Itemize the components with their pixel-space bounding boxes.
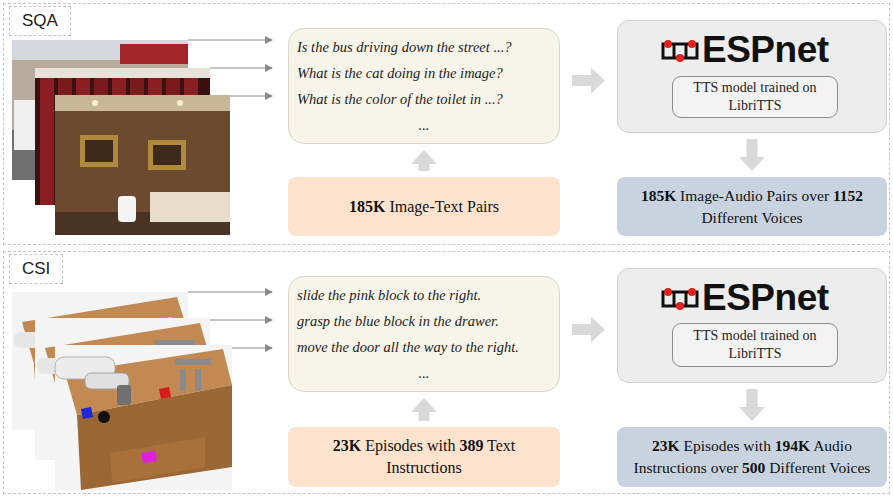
block-arrow xyxy=(739,139,765,171)
panel-label: CSI xyxy=(9,254,63,284)
text-run: Episodes with xyxy=(365,437,455,454)
panel-band: CSI slide the pink block to the right.gra… xyxy=(3,251,890,494)
logo-text: ESPnet xyxy=(702,30,829,70)
instruction-box: slide the pink block to the right.grasp … xyxy=(288,276,560,392)
block-arrow xyxy=(572,317,605,343)
robot-scene xyxy=(55,345,232,490)
count: 389 xyxy=(459,437,483,454)
text-block: 23K Episodes with 389 Text Instructions xyxy=(324,435,524,479)
pointer-arrows xyxy=(188,40,272,348)
text-line: What is the color of the toilet in ...? xyxy=(297,86,551,112)
espnet-icon xyxy=(661,39,699,63)
count: 194K xyxy=(775,437,810,454)
text-run: Image-Audio Pairs over xyxy=(680,187,829,204)
text-line: ... xyxy=(297,112,551,138)
block-arrow xyxy=(411,150,437,171)
text-run: Image-Text Pairs xyxy=(389,198,499,215)
text-run: Different Voices xyxy=(769,459,870,476)
block-arrow xyxy=(411,398,437,421)
text-line: slide the pink block to the right. xyxy=(297,282,551,308)
panel-band: SQA Is the bus driving down the street ..… xyxy=(3,3,890,245)
count: 1152 xyxy=(833,187,863,204)
model-box: TTS model trained on LibriTTS xyxy=(672,323,838,367)
text-line: TTS model trained on LibriTTS xyxy=(679,79,831,115)
text-block: 185K Image-Text Pairs xyxy=(349,196,499,218)
text-line: move the door all the way to the right. xyxy=(297,334,551,360)
text-line: grasp the blue block in the drawer. xyxy=(297,308,551,334)
logo-text: ESPnet xyxy=(702,278,829,318)
text-line: Is the bus driving down the street ...? xyxy=(297,34,551,60)
panel-label: SQA xyxy=(9,6,71,36)
count: 500 xyxy=(742,459,765,476)
result-box: 185K Image-Audio Pairs over 1152 Differe… xyxy=(617,177,887,236)
text-block: 23K Episodes with 194K Audio Instruction… xyxy=(620,435,884,479)
dataset-box: 23K Episodes with 389 Text Instructions xyxy=(288,427,560,487)
block-arrow xyxy=(739,389,765,421)
count: 23K xyxy=(652,437,680,454)
question-box: Is the bus driving down the street ...?W… xyxy=(288,28,560,144)
text-line: TTS model trained on LibriTTS xyxy=(679,327,831,363)
text-run: Episodes with xyxy=(684,437,771,454)
bathroom-photo xyxy=(55,95,230,235)
count: 23K xyxy=(333,437,361,454)
dataset-box: 185K Image-Text Pairs xyxy=(288,177,560,236)
block-arrow xyxy=(572,68,605,94)
count: 185K xyxy=(641,187,676,204)
text-block: 185K Image-Audio Pairs over 1152 Differe… xyxy=(621,185,883,229)
model-box: TTS model trained on LibriTTS xyxy=(672,76,838,118)
text-line: What is the cat doing in the image? xyxy=(297,60,551,86)
text-line: ... xyxy=(297,360,551,386)
espnet-icon xyxy=(661,287,699,311)
text-run: Different Voices xyxy=(701,209,802,226)
toolkit-box: ESPnetTTS model trained on LibriTTS xyxy=(617,268,887,383)
count: 185K xyxy=(349,198,385,215)
toolkit-box: ESPnetTTS model trained on LibriTTS xyxy=(617,20,887,133)
result-box: 23K Episodes with 194K Audio Instruction… xyxy=(617,427,887,487)
